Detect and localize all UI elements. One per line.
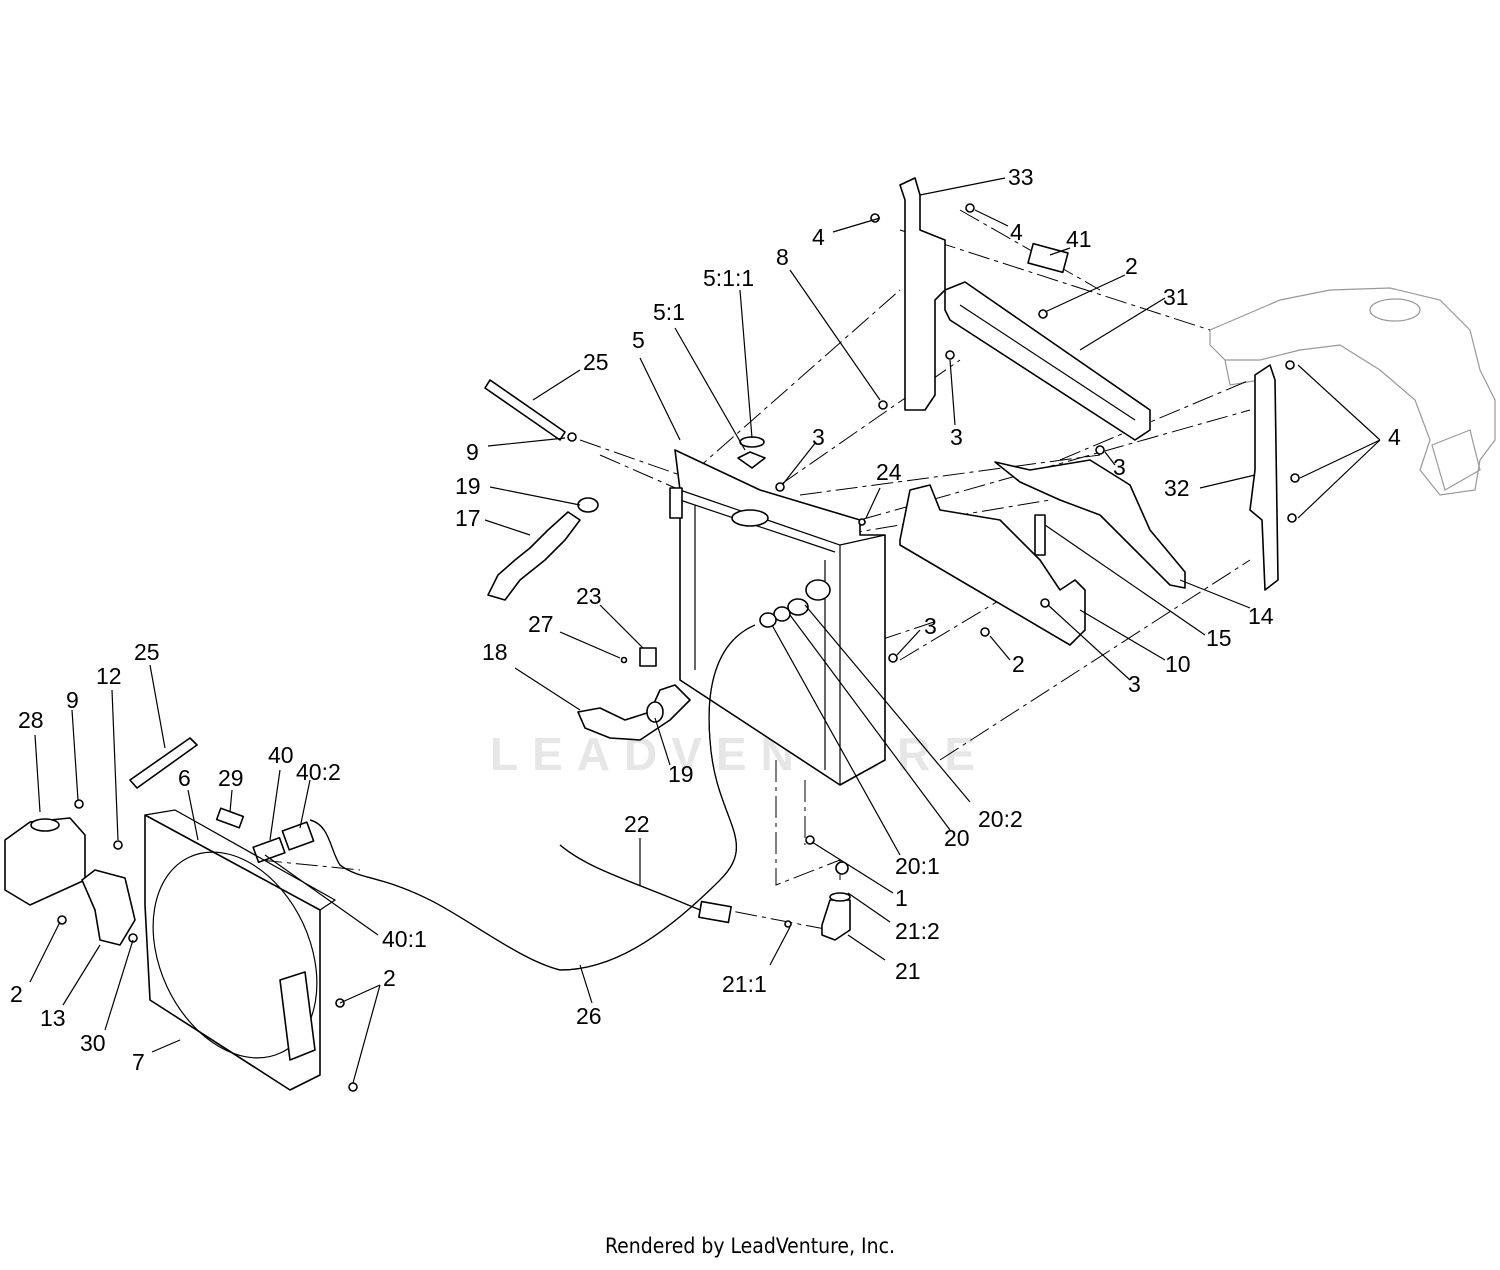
callout-2: 2	[10, 981, 23, 1007]
callout-6: 6	[178, 765, 191, 791]
callout-26: 26	[576, 1003, 602, 1029]
callout-21-2: 21:2	[895, 918, 940, 944]
callout-18: 18	[482, 639, 508, 665]
callout-20-1: 20:1	[895, 853, 940, 879]
hardware	[57, 203, 1300, 1092]
hose-clamp-upper	[577, 497, 599, 513]
callout-28: 28	[18, 707, 44, 733]
upper-hose	[487, 511, 581, 601]
bracket-13	[81, 869, 136, 946]
callout-20: 20	[944, 825, 970, 851]
overflow-tube-upper	[484, 379, 566, 441]
callout-17: 17	[455, 505, 481, 531]
callout-19: 19	[668, 761, 694, 787]
lower-hose	[577, 684, 691, 741]
callout-7: 7	[132, 1049, 145, 1075]
callout-23: 23	[576, 583, 602, 609]
callout-41: 41	[1066, 226, 1092, 252]
bracket-10	[899, 484, 1086, 646]
coolant-bottle	[4, 817, 86, 906]
callout-24: 24	[876, 459, 902, 485]
callout-25: 25	[134, 639, 160, 665]
callout-12: 12	[96, 663, 122, 689]
elbow-21	[821, 892, 851, 941]
clamp-9-lower	[74, 799, 84, 809]
callout-3: 3	[1113, 454, 1126, 480]
callout-33: 33	[1008, 164, 1034, 190]
callout-13: 13	[40, 1005, 66, 1031]
callout-40-2: 40:2	[296, 759, 341, 785]
callout-2: 2	[1012, 651, 1025, 677]
callout-27: 27	[528, 611, 554, 637]
bracket-33	[899, 177, 946, 411]
switch-23	[639, 647, 657, 667]
callout-21-1: 21:1	[722, 971, 767, 997]
fan-shroud	[144, 809, 337, 1091]
callout-5: 5	[632, 327, 645, 353]
support-31	[944, 281, 1151, 441]
callout-3: 3	[812, 424, 825, 450]
callout-19: 19	[455, 473, 481, 499]
credit-footer: Rendered by LeadVenture, Inc.	[605, 1234, 895, 1258]
callout-3: 3	[924, 613, 937, 639]
callout-15: 15	[1206, 625, 1232, 651]
callout-4: 4	[1010, 219, 1023, 245]
callout-40: 40	[268, 742, 294, 768]
callout-4: 4	[812, 224, 825, 250]
hose-clamp-lower	[646, 701, 664, 723]
frame-ghost	[1209, 287, 1496, 496]
hose-22	[559, 844, 701, 911]
assembly-lines	[259, 209, 1251, 931]
callout-10: 10	[1165, 651, 1191, 677]
callout-2: 2	[1125, 253, 1138, 279]
callout-8: 8	[776, 244, 789, 270]
leader-lines	[29, 177, 1381, 1084]
callout-25: 25	[583, 349, 609, 375]
callout-21: 21	[895, 958, 921, 984]
callout-4: 4	[1388, 424, 1401, 450]
callout-29: 29	[218, 765, 244, 791]
radiator-cap	[737, 436, 766, 469]
callouts: 33 4 4 41 2 31 8 5:1:1 5:1 5 25 9 3 3 3 …	[10, 164, 1401, 1075]
fitting-40	[252, 821, 315, 864]
callout-22: 22	[624, 811, 650, 837]
callout-14: 14	[1248, 603, 1274, 629]
watermark: LEADVENTURE	[490, 728, 989, 780]
overflow-tube-lower	[129, 737, 198, 789]
clamp-9-upper	[567, 432, 577, 442]
callout-20-2: 20:2	[978, 806, 1023, 832]
callout-30: 30	[80, 1030, 106, 1056]
callout-2: 2	[383, 965, 396, 991]
callout-31: 31	[1163, 284, 1189, 310]
callout-3: 3	[950, 424, 963, 450]
bracket-32	[1249, 364, 1279, 591]
callout-1: 1	[895, 885, 908, 911]
seal-15	[1034, 514, 1046, 556]
callout-32: 32	[1164, 475, 1190, 501]
bracket-14	[994, 459, 1186, 589]
callout-3: 3	[1128, 671, 1141, 697]
callout-40-1: 40:1	[382, 926, 427, 952]
callout-5-1-1: 5:1:1	[703, 265, 754, 291]
fittings-20	[759, 598, 809, 628]
callout-9: 9	[66, 687, 79, 713]
callout-5-1: 5:1	[653, 299, 685, 325]
callout-9: 9	[466, 439, 479, 465]
